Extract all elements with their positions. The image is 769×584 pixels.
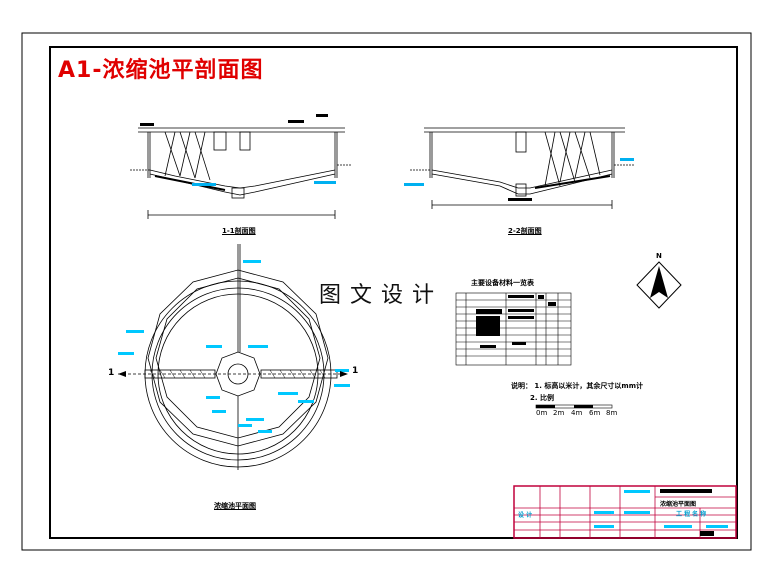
annotation-tag bbox=[508, 198, 532, 201]
section-2-caption: 2-2剖面图 bbox=[508, 227, 542, 235]
watermark-text: 图文设计 bbox=[315, 277, 448, 309]
title-block-header bbox=[660, 489, 712, 493]
title-block-stamp bbox=[700, 531, 714, 536]
truss-web bbox=[149, 369, 326, 379]
scale-label-6: 6m bbox=[589, 409, 601, 417]
plan-caption: 浓缩池平面图 bbox=[214, 502, 256, 510]
scale-label-4: 4m bbox=[571, 409, 583, 417]
section-2-drawing bbox=[410, 127, 635, 209]
plan-annotations bbox=[118, 260, 350, 433]
section-mark-right: 1 bbox=[352, 366, 359, 376]
title-block-fills bbox=[594, 490, 728, 528]
section-mark-left: 1 bbox=[108, 368, 115, 378]
north-arrow bbox=[636, 261, 682, 309]
drawing-title: A1-浓缩池平剖面图 bbox=[58, 58, 264, 83]
annotation-tag bbox=[288, 120, 304, 123]
section-arrow-left bbox=[118, 371, 126, 377]
inner-frame bbox=[49, 46, 738, 539]
note-line-2: 2. 比例 bbox=[530, 394, 554, 402]
section-arrow-right bbox=[340, 371, 348, 377]
annotation-tag bbox=[316, 114, 328, 117]
annotation-tag bbox=[140, 123, 154, 126]
section-1-caption: 1-1剖面图 bbox=[222, 227, 256, 235]
table-title: 主要设备材料一览表 bbox=[471, 279, 534, 287]
scale-label-2: 2m bbox=[553, 409, 565, 417]
title-block-project-label: 工 程 名 称 bbox=[676, 511, 707, 518]
north-label: N bbox=[656, 252, 662, 260]
bridge-truss-right bbox=[260, 369, 338, 379]
annotation-tag bbox=[192, 183, 216, 186]
section-1-drawing bbox=[130, 127, 352, 219]
scale-label-0: 0m bbox=[536, 409, 548, 417]
scale-label-8: 8m bbox=[606, 409, 618, 417]
title-block-project: 浓缩池平面图 bbox=[660, 501, 697, 508]
outer-frame bbox=[21, 32, 752, 551]
title-block-designer: 设 计 bbox=[518, 512, 533, 519]
annotation-tag bbox=[404, 183, 424, 186]
scale-bar bbox=[535, 404, 613, 409]
note-line-1: 说明： 1. 标高以米计，其余尺寸以mm计 bbox=[511, 382, 643, 390]
annotation-tag bbox=[314, 181, 336, 184]
plan-drawing bbox=[118, 244, 348, 470]
title-block bbox=[513, 485, 737, 539]
table-fill bbox=[476, 295, 556, 348]
annotation-tag bbox=[620, 158, 634, 161]
